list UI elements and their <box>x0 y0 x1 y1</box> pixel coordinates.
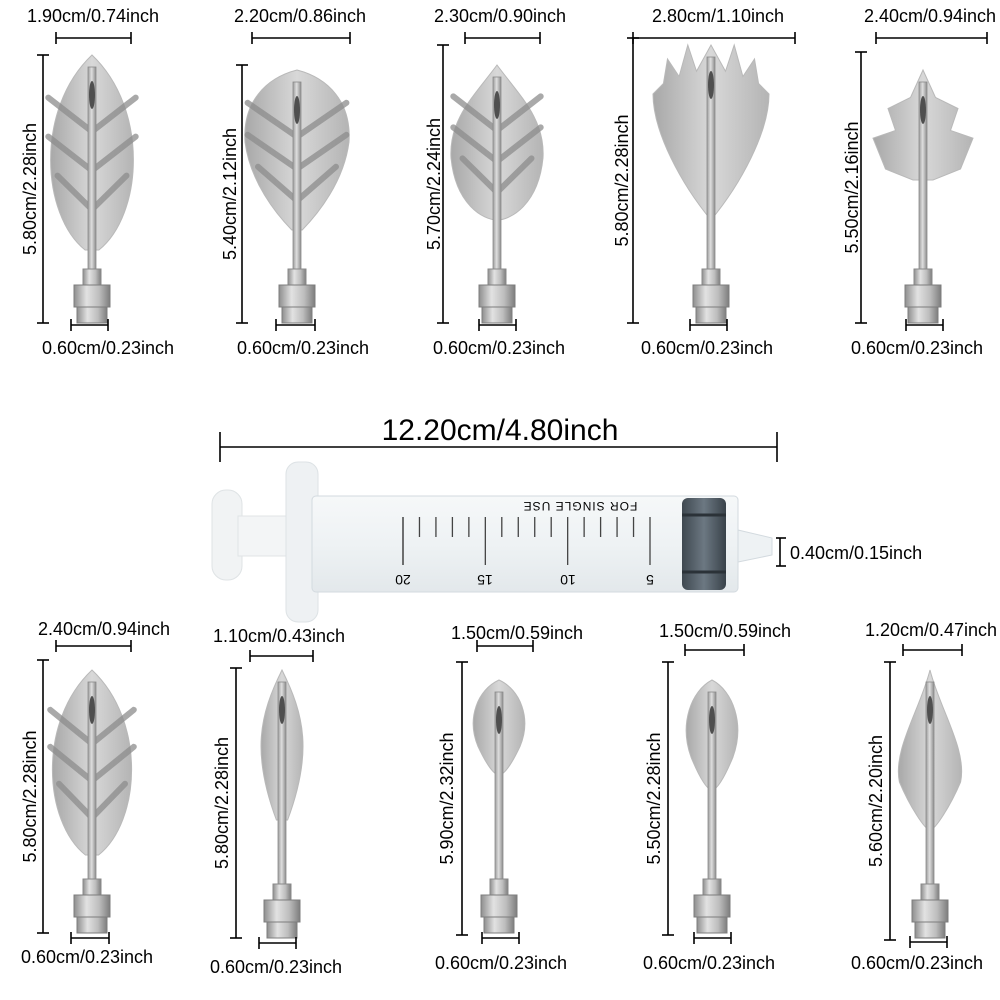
tip-width-label: 1.50cm/0.59inch <box>659 621 791 641</box>
tip-width-label: 2.40cm/0.94inch <box>38 619 170 639</box>
piping-tip: 2.30cm/0.90inch 5.70cm/2.24inch 0.60cm/0.2… <box>424 6 566 358</box>
tip-base-label: 0.60cm/0.23inch <box>210 957 342 977</box>
piping-tip: 2.80cm/1.10inch 5.80cm/2.28inch 0.60cm/0.2… <box>612 6 796 358</box>
tip-height-label: 5.40cm/2.12inch <box>220 128 240 260</box>
piping-tip: 2.40cm/0.94inch 5.80cm/2.28inch 0.60cm/0.2… <box>20 619 170 967</box>
tip-hub-hex <box>73 894 111 918</box>
needle-opening <box>709 706 715 734</box>
needle-opening <box>294 96 300 124</box>
tip-hub-base <box>281 306 313 324</box>
piping-tip: 1.50cm/0.59inch 5.50cm/2.28inch 0.60cm/0.2… <box>643 621 791 973</box>
tip-hub-hex <box>278 284 316 308</box>
tip-base-label: 0.60cm/0.23inch <box>643 953 775 973</box>
syringe: 12.20cm/4.80inch 0.40cm/0.15inch 20 15 1… <box>211 414 922 623</box>
tip-height-label: 5.60cm/2.20inch <box>866 735 886 867</box>
nozzle-width-label: 0.40cm/0.15inch <box>790 543 922 563</box>
tip-width-label: 2.80cm/1.10inch <box>652 6 784 26</box>
syringe-nozzle <box>737 529 773 563</box>
tip-hub-hex <box>478 284 516 308</box>
tip-base-label: 0.60cm/0.23inch <box>433 338 565 358</box>
tip-width-label: 2.20cm/0.86inch <box>234 6 366 26</box>
tip-height-label: 5.90cm/2.32inch <box>437 732 457 864</box>
tip-hub-neck <box>272 883 292 903</box>
tip-hub-base <box>914 921 946 939</box>
tip-hub-hex <box>904 284 942 308</box>
tip-height-label: 5.70cm/2.24inch <box>424 118 444 250</box>
piping-tip: 2.20cm/0.86inch 5.40cm/2.12inch 0.60cm/0.2… <box>220 6 369 358</box>
tip-hub-base <box>696 916 728 934</box>
scale-number-15: 15 <box>477 572 493 588</box>
syringe-length-label: 12.20cm/4.80inch <box>382 414 619 447</box>
tip-height-label: 5.80cm/2.28inch <box>612 114 632 246</box>
piping-tip: 1.90cm/0.74inch 5.80cm/2.28inch 0.60cm/0.2… <box>20 6 174 358</box>
needle-opening <box>920 96 926 124</box>
single-use-print: FOR SINGLE USE <box>523 499 638 513</box>
piping-tip: 2.40cm/0.94inch 5.50cm/2.16inch 0.60cm/0.2… <box>842 6 996 358</box>
piping-tip: 1.50cm/0.59inch 5.90cm/2.32inch 0.60cm/0.2… <box>435 623 583 973</box>
tip-hub-base <box>907 306 939 324</box>
tip-hub-neck <box>82 878 102 898</box>
plunger-seal <box>682 498 726 590</box>
tip-hub-hex <box>692 284 730 308</box>
tip-hub-neck <box>489 878 509 898</box>
needle-opening <box>496 706 502 734</box>
tip-hub-base <box>76 306 108 324</box>
tip-hub-base <box>483 916 515 934</box>
needle-opening <box>279 696 285 724</box>
tip-hub-hex <box>693 894 731 918</box>
tip-hub-base <box>266 921 298 939</box>
tip-hub-base <box>76 916 108 934</box>
tip-base-label: 0.60cm/0.23inch <box>851 953 983 973</box>
tip-base-label: 0.60cm/0.23inch <box>21 947 153 967</box>
tip-height-label: 5.50cm/2.28inch <box>644 732 664 864</box>
tip-width-label: 1.90cm/0.74inch <box>27 6 159 26</box>
scale-number-10: 10 <box>560 572 576 588</box>
tip-hub-neck <box>701 268 721 288</box>
needle-opening <box>494 91 500 119</box>
tip-hub-hex <box>73 284 111 308</box>
tip-width-label: 2.30cm/0.90inch <box>434 6 566 26</box>
tip-height-label: 5.80cm/2.28inch <box>20 730 40 862</box>
tip-hub-neck <box>702 878 722 898</box>
tip-hub-neck <box>913 268 933 288</box>
tip-hub-hex <box>911 899 949 923</box>
tip-base-label: 0.60cm/0.23inch <box>42 338 174 358</box>
tip-hub-hex <box>263 899 301 923</box>
tip-height-label: 5.80cm/2.28inch <box>20 123 40 255</box>
needle-opening <box>89 696 95 724</box>
tip-width-label: 1.10cm/0.43inch <box>213 626 345 646</box>
needle-opening <box>708 71 714 99</box>
tip-height-label: 5.50cm/2.16inch <box>842 121 862 253</box>
scale-number-20: 20 <box>395 572 411 588</box>
needle-opening <box>89 81 95 109</box>
tip-hub-neck <box>287 268 307 288</box>
tip-hub-neck <box>920 883 940 903</box>
scale-number-5: 5 <box>646 572 654 588</box>
tip-hub-base <box>695 306 727 324</box>
piping-tip: 1.10cm/0.43inch 5.80cm/2.28inch 0.60cm/0.2… <box>210 626 345 977</box>
tip-width-label: 1.20cm/0.47inch <box>865 620 997 640</box>
tip-base-label: 0.60cm/0.23inch <box>851 338 983 358</box>
tip-base-label: 0.60cm/0.23inch <box>641 338 773 358</box>
tip-base-label: 0.60cm/0.23inch <box>237 338 369 358</box>
tip-hub-base <box>481 306 513 324</box>
syringe-scale <box>402 517 651 565</box>
tip-height-label: 5.80cm/2.28inch <box>212 737 232 869</box>
tip-hub-hex <box>480 894 518 918</box>
tip-hub-neck <box>487 268 507 288</box>
tip-hub-neck <box>82 268 102 288</box>
needle-opening <box>927 696 933 724</box>
piping-tips: 1.90cm/0.74inch 5.80cm/2.28inch 0.60cm/0.2… <box>20 6 997 977</box>
tip-base-label: 0.60cm/0.23inch <box>435 953 567 973</box>
tip-width-label: 2.40cm/0.94inch <box>864 6 996 26</box>
piping-tip: 1.20cm/0.47inch 5.60cm/2.20inch 0.60cm/0.2… <box>851 620 997 973</box>
tip-width-label: 1.50cm/0.59inch <box>451 623 583 643</box>
